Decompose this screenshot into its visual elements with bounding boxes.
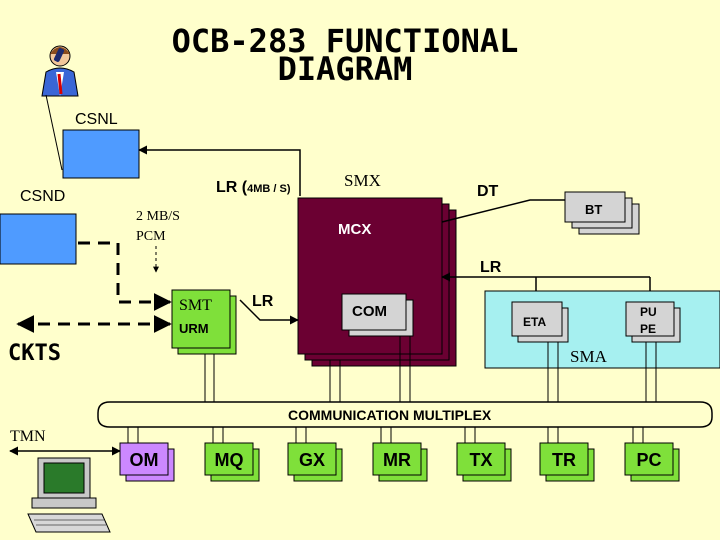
bt-label: BT — [585, 202, 602, 217]
lr-top-label: LR (4MB / S) — [216, 179, 291, 196]
csnd-label: CSND — [20, 188, 65, 205]
unit-box — [204, 442, 254, 476]
unit-mr: MR — [372, 427, 428, 482]
csnl-label: CSNL — [75, 111, 118, 128]
lr-top-link — [138, 145, 301, 196]
unit-gx: GX — [287, 427, 343, 482]
unit-mq: MQ — [204, 427, 260, 482]
mcx-label: MCX — [338, 221, 371, 238]
unit-label: TX — [469, 450, 492, 470]
unit-label: MQ — [215, 450, 244, 470]
unit-pc: PC — [624, 427, 680, 482]
smt-label: SMT — [179, 297, 212, 314]
unit-label: PC — [636, 450, 661, 470]
lr-right-label: LR — [480, 259, 502, 276]
lr-top-prefix: LR ( — [216, 179, 248, 196]
unit-box — [456, 442, 506, 476]
unit-tx: TX — [456, 427, 512, 482]
multiplex-label: COMMUNICATION MULTIPLEX — [288, 407, 492, 423]
pu-pe-block — [625, 301, 681, 343]
communication-multiplex-bus — [97, 401, 713, 428]
computer-terminal-icon — [27, 457, 111, 533]
dt-link — [441, 199, 565, 223]
csnd-pcm-link — [78, 241, 172, 311]
unit-box — [539, 442, 589, 476]
diagram-title-line1: OCB-283 FUNCTIONAL — [172, 22, 519, 60]
lr-top-rate: 4MB / S) — [247, 183, 291, 195]
csnl-box — [62, 129, 140, 179]
unit-label: GX — [299, 450, 325, 470]
lr-mid-link — [239, 299, 299, 325]
lr-mid-label: LR — [252, 293, 274, 310]
mcx-block — [297, 197, 457, 367]
unit-tr: TR — [539, 427, 595, 482]
urm-label: URM — [179, 321, 209, 336]
csnd-box — [0, 213, 77, 265]
smx-label: SMX — [344, 171, 381, 190]
unit-label: TR — [552, 450, 576, 470]
unit-om: OM — [119, 427, 175, 482]
dt-label: DT — [477, 183, 499, 200]
pcm-label-line2: PCM — [136, 229, 166, 244]
com-block — [341, 293, 414, 337]
bus-drop-lines — [204, 336, 657, 402]
eta-block — [511, 301, 569, 343]
eta-label: ETA — [523, 315, 546, 329]
diagram-title-line2: DIAGRAM — [278, 50, 413, 88]
pu-label: PU — [640, 305, 657, 319]
smt-block — [171, 289, 237, 355]
sma-label: SMA — [570, 347, 608, 366]
pcm-label-line1: 2 MB/S — [136, 209, 180, 224]
unit-box — [287, 442, 337, 476]
tmn-label: TMN — [10, 428, 46, 445]
unit-box — [624, 442, 674, 476]
unit-box — [119, 442, 169, 476]
bottom-units: OM MQ GX MR TX TR PC — [119, 427, 680, 482]
unit-label: MR — [383, 450, 411, 470]
unit-label: OM — [130, 450, 159, 470]
unit-box — [372, 442, 422, 476]
com-label: COM — [352, 303, 387, 320]
ckts-label: CKTS — [8, 341, 61, 366]
csnl-phone-link — [45, 94, 63, 171]
pe-label: PE — [640, 322, 656, 336]
person-on-phone-icon — [41, 45, 79, 97]
bt-block — [564, 191, 640, 235]
